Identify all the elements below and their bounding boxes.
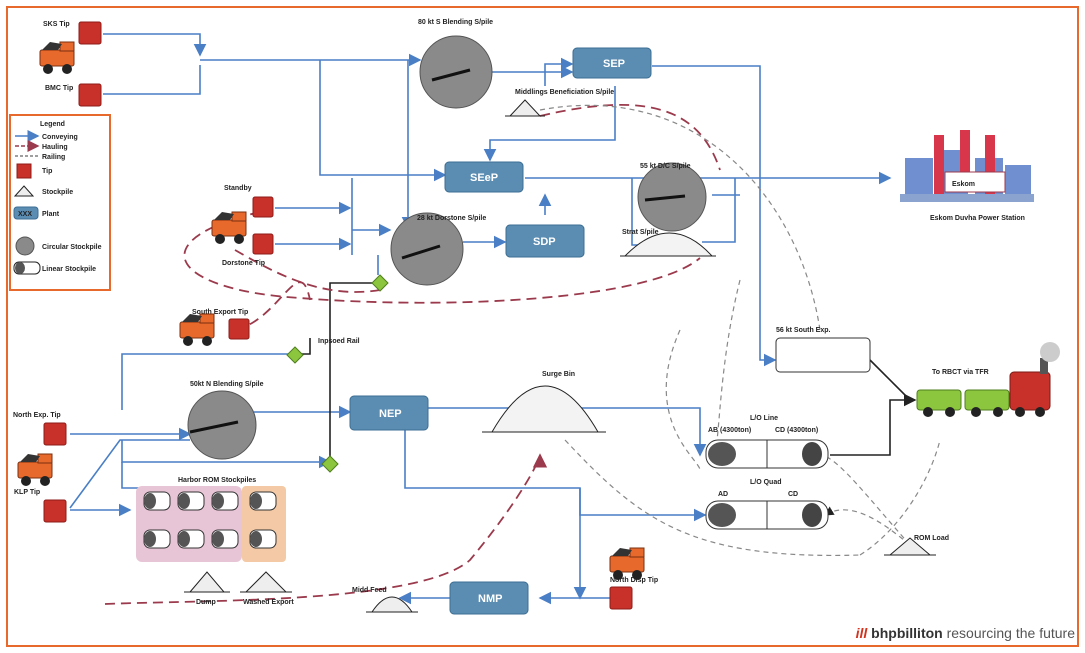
svg-text:SEeP: SEeP — [470, 172, 498, 184]
svg-text:Linear Stockpile: Linear Stockpile — [42, 266, 96, 273]
dorstone-stockpile: 28 kt Dorstone S/pile — [390, 212, 486, 286]
svg-text:56 kt South Exp.: 56 kt South Exp. — [776, 327, 831, 334]
svg-text:55 kt D/C S/pile: 55 kt D/C S/pile — [640, 163, 691, 170]
seep-plant: SEeP — [444, 161, 524, 193]
middlings-stockpile: Middlings Beneficiation S/pile — [505, 89, 614, 117]
svg-text:Conveying: Conveying — [42, 134, 78, 141]
svg-text:SEP: SEP — [603, 58, 625, 70]
north-exp-tip: North Exp. Tip — [13, 412, 67, 446]
black-lines — [300, 282, 917, 462]
truck-icon — [17, 453, 53, 487]
svg-text:Tip: Tip — [42, 168, 52, 175]
south-export-tip: South Export Tip — [192, 309, 250, 340]
conveying-lines — [69, 33, 892, 605]
svg-text:NMP: NMP — [478, 593, 502, 605]
doc-stockpile: 55 kt D/C S/pile — [637, 162, 707, 232]
svg-text:ROM Load: ROM Load — [914, 535, 949, 542]
truck-icon — [211, 211, 247, 245]
svg-text:North Exp. Tip: North Exp. Tip — [13, 412, 61, 419]
north-disp-tip: North Disp Tip — [609, 577, 658, 610]
diagram-frame — [6, 6, 1079, 647]
svg-text:Plant: Plant — [42, 211, 60, 218]
svg-text:Circular Stockpile: Circular Stockpile — [42, 244, 102, 251]
svg-text:Harbor ROM Stockpiles: Harbor ROM Stockpiles — [178, 477, 256, 484]
north-blending-stockpile: 50kt N Blending S/pile — [187, 381, 264, 460]
svg-text:Railing: Railing — [42, 154, 65, 161]
svg-text:XXX: XXX — [18, 211, 32, 218]
svg-text:SDP: SDP — [533, 236, 556, 248]
svg-text:CD (4300ton): CD (4300ton) — [775, 427, 818, 434]
truck-icon — [39, 41, 75, 75]
inpsoed-rail-label: Inpsoed Rail — [318, 338, 360, 345]
blending-s-stockpile: 80 kt S Blending S/pile — [418, 19, 493, 109]
svg-text:Strat S/pile: Strat S/pile — [622, 229, 659, 236]
sks-tip: SKS Tip — [43, 21, 102, 45]
svg-text:Dorstone Tip: Dorstone Tip — [222, 260, 265, 267]
rail-lines — [539, 104, 941, 557]
rom-load-stockpile: ROM Load — [884, 535, 949, 556]
nep-plant: NEP — [349, 395, 429, 431]
svg-text:Dump: Dump — [196, 599, 216, 606]
midd-feed-stockpile: Midd Feed — [352, 587, 418, 613]
nmp-plant: NMP — [449, 581, 529, 615]
power-station-icon: Eskom Eskom Duvha Power Station — [900, 130, 1034, 222]
train-icon: To RBCT via TFR — [916, 342, 1060, 417]
sep-plant: SEP — [572, 47, 652, 79]
dump-stockpile: Dump — [184, 571, 230, 606]
svg-text:BMC Tip: BMC Tip — [45, 85, 73, 92]
svg-text:50kt N Blending S/pile: 50kt N Blending S/pile — [190, 381, 264, 388]
svg-text:CD: CD — [788, 491, 798, 498]
strat-stockpile: Strat S/pile — [620, 229, 716, 257]
washed-export-stockpile: Washed Export — [240, 571, 294, 606]
klp-tip: KLP Tip — [14, 489, 67, 523]
svg-text:Surge Bin: Surge Bin — [542, 371, 575, 378]
surge-bin: Surge Bin — [482, 371, 606, 433]
svg-text:Midd Feed: Midd Feed — [352, 587, 387, 594]
junction-diamonds — [286, 274, 389, 473]
svg-text:L/O Line: L/O Line — [750, 415, 778, 422]
svg-text:Hauling: Hauling — [42, 144, 68, 151]
svg-text:Stockpile: Stockpile — [42, 189, 73, 196]
svg-text:To RBCT via TFR: To RBCT via TFR — [932, 369, 989, 376]
rom-stockpile-grid: Harbor ROM Stockpiles — [136, 477, 286, 562]
svg-text:SKS Tip: SKS Tip — [43, 21, 70, 28]
svg-text:South Export Tip: South Export Tip — [192, 309, 248, 316]
svg-text:28 kt Dorstone S/pile: 28 kt Dorstone S/pile — [417, 215, 486, 222]
svg-text:NEP: NEP — [379, 408, 402, 420]
legend: Legend Conveying Hauling Railing Tip Sto… — [9, 114, 111, 291]
lo-quad-stockpile: L/O Quad AD CD — [705, 479, 829, 530]
bhp-logo: ill bhpbilliton resourcing the future — [855, 625, 1075, 641]
sdp-plant: SDP — [505, 224, 585, 258]
truck-icon — [609, 547, 645, 581]
svg-text:Eskom: Eskom — [952, 181, 975, 188]
svg-text:L/O Quad: L/O Quad — [750, 479, 782, 486]
south-exp-stockpile: 56 kt South Exp. — [775, 327, 871, 373]
svg-text:Standby: Standby — [224, 185, 252, 192]
svg-text:Eskom Duvha Power Station: Eskom Duvha Power Station — [930, 215, 1025, 222]
hauling-lines — [104, 104, 721, 605]
svg-text:North Disp Tip: North Disp Tip — [610, 577, 658, 584]
bmc-tip: BMC Tip — [45, 83, 102, 107]
svg-text:Washed Export: Washed Export — [243, 599, 294, 606]
truck-icon — [179, 313, 215, 347]
svg-text:80 kt S Blending S/pile: 80 kt S Blending S/pile — [418, 19, 493, 26]
svg-text:KLP Tip: KLP Tip — [14, 489, 40, 496]
svg-text:AD: AD — [718, 491, 728, 498]
svg-text:Legend: Legend — [40, 121, 65, 128]
standby-tips: Standby Dorstone Tip — [222, 185, 274, 267]
svg-text:Middlings Beneficiation S/pile: Middlings Beneficiation S/pile — [515, 89, 614, 96]
lo-line-stockpile: L/O Line AB (4300ton) CD (4300ton) — [705, 415, 829, 469]
svg-text:AB (4300ton): AB (4300ton) — [708, 427, 751, 434]
